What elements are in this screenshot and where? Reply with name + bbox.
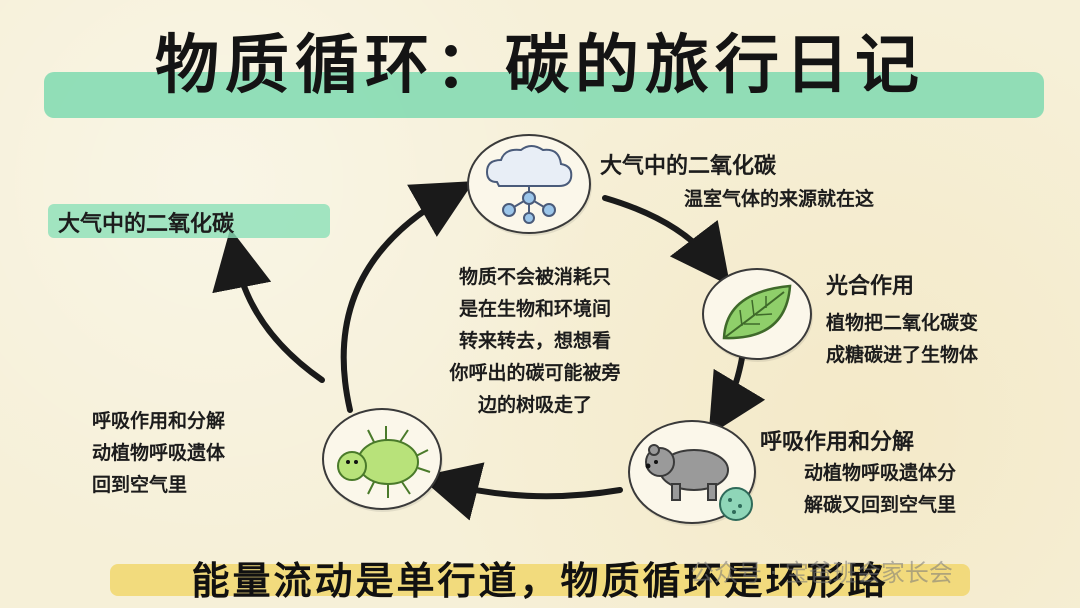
respiration-left-line-1: 动植物呼吸遗体	[92, 442, 226, 464]
footer-highlight	[110, 564, 970, 596]
atmosphere-node	[467, 134, 591, 234]
atmosphere-top-heading: 大气中的二氧化碳	[600, 154, 777, 179]
atmosphere-top-line-1: 温室气体的来源就在这	[684, 188, 875, 210]
title-highlight	[44, 72, 1044, 118]
center-note-line-1: 物质不会被消耗只	[458, 266, 611, 288]
photosynthesis-line-1: 植物把二氧化碳变	[826, 312, 979, 334]
respiration-left-heading: 呼吸作用和分解	[92, 410, 226, 432]
photosynthesis-node	[702, 268, 812, 360]
footer-slogan: 能量流动是单行道，物质循环是环形路	[191, 558, 889, 603]
watermark: 公众号 · 宝爸班会家长会	[690, 559, 953, 587]
mite-icon	[337, 426, 431, 498]
arrow-to-photosynthesis	[602, 195, 731, 286]
respiration-left-line-2: 回到空气里	[92, 474, 188, 496]
arrow-to-atmosphere-left	[212, 228, 325, 383]
left-label-highlight	[48, 204, 330, 238]
photosynthesis-heading: 光合作用	[826, 274, 915, 299]
bear-and-microbe-icon	[645, 444, 753, 521]
leaf-icon	[722, 284, 792, 340]
arrow-to-atmosphere-top	[340, 181, 475, 413]
respiration-right-line-1: 动植物呼吸遗体分	[804, 462, 957, 484]
respiration-right-heading: 呼吸作用和分解	[760, 430, 915, 455]
atmosphere-left-heading: 大气中的二氧化碳	[58, 212, 235, 237]
cloud-network-icon	[485, 145, 573, 224]
arrow-to-decomposition	[708, 355, 766, 436]
center-note-line-2: 是在生物和环境间	[458, 298, 611, 320]
center-note-line-5: 边的树吸走了	[477, 394, 592, 416]
soil-organism-node	[322, 408, 442, 510]
center-note-line-3: 转来转去，想想看	[458, 330, 611, 352]
page-title: 物质循环：碳的旅行日记	[155, 28, 925, 103]
arrow-to-soil	[418, 462, 623, 521]
photosynthesis-line-2: 成糖碳进了生物体	[826, 344, 979, 366]
decomposition-node	[628, 420, 756, 524]
respiration-right-line-2: 解碳又回到空气里	[804, 494, 957, 516]
center-note-line-4: 你呼出的碳可能被旁	[449, 362, 621, 384]
